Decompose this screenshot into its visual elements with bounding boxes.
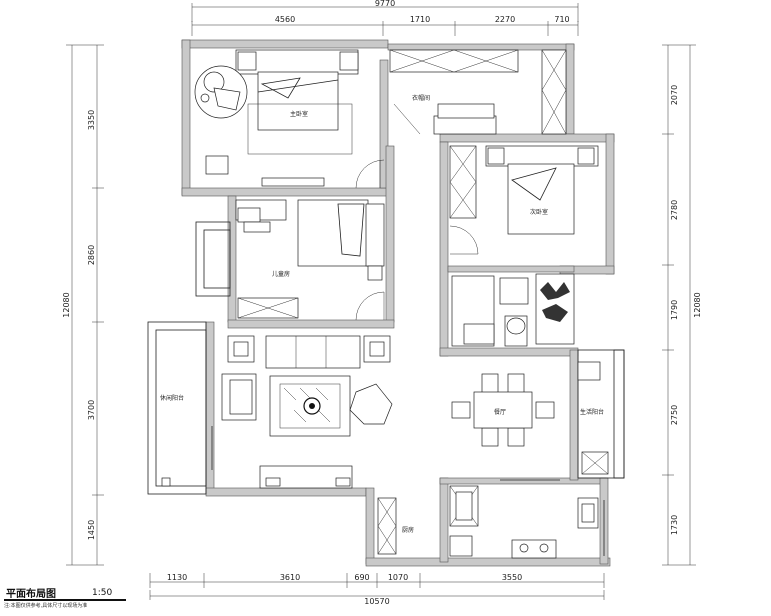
dim-left-seg-4: 1450 (87, 520, 96, 540)
dim-right-total: 12080 (693, 292, 702, 317)
plan-title-underline (4, 599, 126, 601)
plan-title: 平面布局图 (6, 589, 56, 600)
left-dimensions: 12080 3350 2860 3700 1450 (62, 44, 104, 566)
top-dimensions: 9770 4560 1710 2270 710 (191, 0, 579, 36)
balcony-outlines (147, 221, 625, 495)
dim-left-seg-3: 3700 (87, 400, 96, 420)
dim-top-seg-3: 2270 (495, 15, 515, 24)
bottom-dimensions: 1130 3610 690 1070 3550 10570 (149, 573, 605, 606)
dim-right-seg-1: 2070 (670, 85, 679, 105)
dim-right-seg-4: 2750 (670, 405, 679, 425)
dim-bottom-seg-3: 690 (354, 573, 369, 582)
dim-top-total: 9770 (375, 0, 395, 8)
label-guest-bedroom: 儿童房 (272, 270, 290, 278)
dim-bottom-seg-4: 1070 (388, 573, 408, 582)
label-kitchen-area: 厨房 (402, 526, 414, 534)
dim-top-seg-1: 4560 (275, 15, 295, 24)
second-bedroom: 次卧室 (449, 145, 599, 255)
living-room (221, 335, 393, 489)
right-dimensions: 12080 2070 2780 1790 2750 1730 (662, 44, 702, 566)
storage-room: 厨房 (377, 497, 414, 555)
bathroom (451, 273, 575, 347)
dim-left-total: 12080 (62, 292, 71, 317)
dim-bottom-total: 10570 (364, 597, 389, 606)
cloakroom: 衣帽间 (389, 49, 567, 135)
dim-bottom-seg-2: 3610 (280, 573, 300, 582)
dim-bottom-seg-5: 3550 (502, 573, 522, 582)
label-living-balcony: 生活阳台 (580, 408, 604, 416)
dim-right-seg-2: 2780 (670, 200, 679, 220)
living-balcony: 生活阳台 (577, 361, 609, 475)
dim-left-seg-1: 3350 (87, 110, 96, 130)
plan-subtitle: 注:本图仅供参考,具体尺寸以现场为准 (4, 603, 88, 609)
plan-scale: 1:50 (92, 588, 113, 598)
walls (181, 39, 615, 567)
dim-right-seg-3: 1790 (670, 300, 679, 320)
label-master-bedroom: 主卧室 (290, 110, 308, 118)
label-dining: 餐厅 (494, 408, 506, 416)
leisure-balcony: 休闲阳台 (160, 394, 213, 487)
dim-left-seg-2: 2860 (87, 245, 96, 265)
dining-area: 餐厅 (451, 373, 555, 447)
master-bedroom: 主卧室 (194, 49, 385, 189)
kitchen (449, 479, 605, 559)
label-cloakroom: 衣帽间 (412, 94, 430, 102)
dim-top-seg-2: 1710 (410, 15, 430, 24)
dim-top-seg-4: 710 (554, 15, 569, 24)
label-leisure-balcony: 休闲阳台 (160, 394, 184, 402)
dim-bottom-seg-1: 1130 (167, 573, 187, 582)
guest-bedroom: 儿童房 (235, 199, 385, 321)
label-second-bedroom: 次卧室 (530, 208, 548, 216)
dim-right-seg-5: 1730 (670, 515, 679, 535)
